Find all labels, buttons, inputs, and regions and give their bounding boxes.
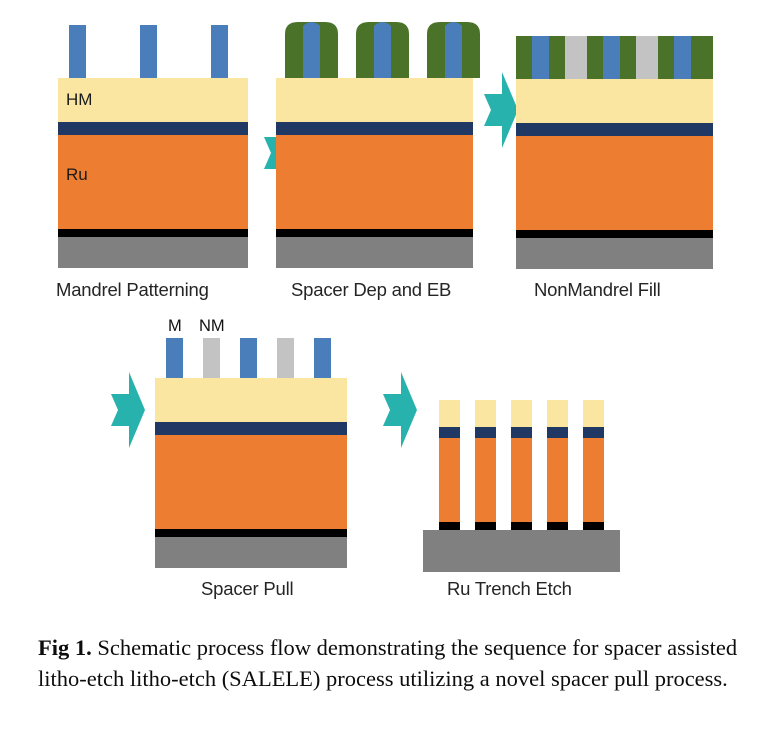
fin-navy-liner <box>439 427 460 438</box>
film-stack <box>276 78 473 268</box>
panel-caption-ru-trench-etch: Ru Trench Etch <box>447 578 572 599</box>
spacer-line <box>620 36 636 79</box>
fin-ruthenium-body <box>547 438 568 522</box>
figure-caption-text: Schematic process flow demonstrating the… <box>38 635 738 691</box>
spacer-line <box>658 36 674 79</box>
ruthenium-label: Ru <box>66 165 88 184</box>
panel-caption-spacer-pull: Spacer Pull <box>201 578 294 599</box>
fill-pattern-layer <box>516 36 713 79</box>
spacer-line <box>691 36 713 79</box>
panel-spacer-dep-eb: Spacer Dep and EB <box>270 0 515 310</box>
film-stack <box>58 78 248 268</box>
fin-black-liner <box>439 522 460 530</box>
nonmandrel-line <box>203 338 220 378</box>
hardmask-layer <box>276 78 473 122</box>
fin-hardmask-cap <box>511 400 532 427</box>
nonmandrel-fill-line <box>636 36 658 79</box>
fin-ruthenium-body <box>475 438 496 522</box>
ru-fin <box>583 400 604 530</box>
fin-navy-liner <box>547 427 568 438</box>
figure-caption-label: Fig 1. <box>38 635 92 660</box>
mandrel-legend-label: M <box>168 317 182 335</box>
mandrel-line <box>674 36 691 79</box>
fin-black-liner <box>547 522 568 530</box>
mandrel-line <box>240 338 257 378</box>
navy-liner-layer <box>58 122 248 135</box>
fin-ruthenium-body <box>439 438 460 522</box>
hardmask-layer <box>516 79 713 123</box>
ruthenium-layer <box>516 136 713 230</box>
black-liner-layer <box>155 529 347 537</box>
fin-hardmask-cap <box>547 400 568 427</box>
nonmandrel-legend-label: NM <box>199 317 225 335</box>
mandrel-line <box>69 25 86 78</box>
spacer-over-mandrel <box>356 22 409 78</box>
fin-navy-liner <box>583 427 604 438</box>
ru-fin <box>547 400 568 530</box>
mandrel-line <box>166 338 183 378</box>
nonmandrel-line <box>277 338 294 378</box>
fin-hardmask-cap <box>475 400 496 427</box>
film-stack <box>516 79 713 269</box>
ruthenium-layer <box>276 135 473 229</box>
substrate-layer <box>155 537 347 568</box>
panel-caption-spacer-dep-eb: Spacer Dep and EB <box>291 279 452 300</box>
ru-fin <box>511 400 532 530</box>
fin-hardmask-cap <box>583 400 604 427</box>
spacer-line <box>549 36 565 79</box>
spacer-over-mandrel <box>427 22 480 78</box>
flow-arrow-right <box>377 360 419 460</box>
spacer-line <box>587 36 603 79</box>
fin-hardmask-cap <box>439 400 460 427</box>
fin-navy-liner <box>475 427 496 438</box>
substrate-layer <box>423 530 620 572</box>
film-stack <box>155 378 347 568</box>
black-liner-layer <box>58 229 248 237</box>
black-liner-layer <box>276 229 473 237</box>
navy-liner-layer <box>155 422 347 435</box>
mandrel-line <box>532 36 549 79</box>
navy-liner-layer <box>276 122 473 135</box>
panel-caption-nonmandrel-fill: NonMandrel Fill <box>534 279 661 300</box>
fin-black-liner <box>511 522 532 530</box>
mandrel-line <box>140 25 157 78</box>
ru-fin <box>439 400 460 530</box>
mandrel-line <box>603 36 620 79</box>
panel-mandrel-patterning: HM Ru Mandrel Patterning <box>0 0 260 310</box>
fin-ruthenium-body <box>583 438 604 522</box>
mandrel-line <box>314 338 331 378</box>
substrate-layer <box>516 238 713 269</box>
spacer-line <box>516 36 532 79</box>
ruthenium-layer <box>155 435 347 529</box>
hardmask-label: HM <box>66 90 93 109</box>
navy-liner-layer <box>516 123 713 136</box>
panel-nonmandrel-fill: NonMandrel Fill <box>505 0 763 310</box>
flow-arrow-right <box>105 360 147 460</box>
hardmask-layer <box>155 378 347 422</box>
ruthenium-layer <box>58 135 248 229</box>
substrate-layer <box>58 237 248 268</box>
panel-caption-mandrel-patterning: Mandrel Patterning <box>56 279 209 300</box>
black-liner-layer <box>516 230 713 238</box>
fin-ruthenium-body <box>511 438 532 522</box>
fin-black-liner <box>475 522 496 530</box>
fin-black-liner <box>583 522 604 530</box>
spacer-over-mandrel <box>285 22 338 78</box>
panel-spacer-pull: M NM Spacer Pull <box>150 310 400 600</box>
substrate-layer <box>276 237 473 268</box>
mandrel-line <box>211 25 228 78</box>
figure-caption: Fig 1. Schematic process flow demonstrat… <box>38 632 738 694</box>
fin-navy-liner <box>511 427 532 438</box>
panel-ru-trench-etch: Ru Trench Etch <box>415 370 645 600</box>
ru-fin <box>475 400 496 530</box>
flow-arrow-right <box>478 60 520 160</box>
nonmandrel-fill-line <box>565 36 587 79</box>
hardmask-layer <box>58 78 248 122</box>
